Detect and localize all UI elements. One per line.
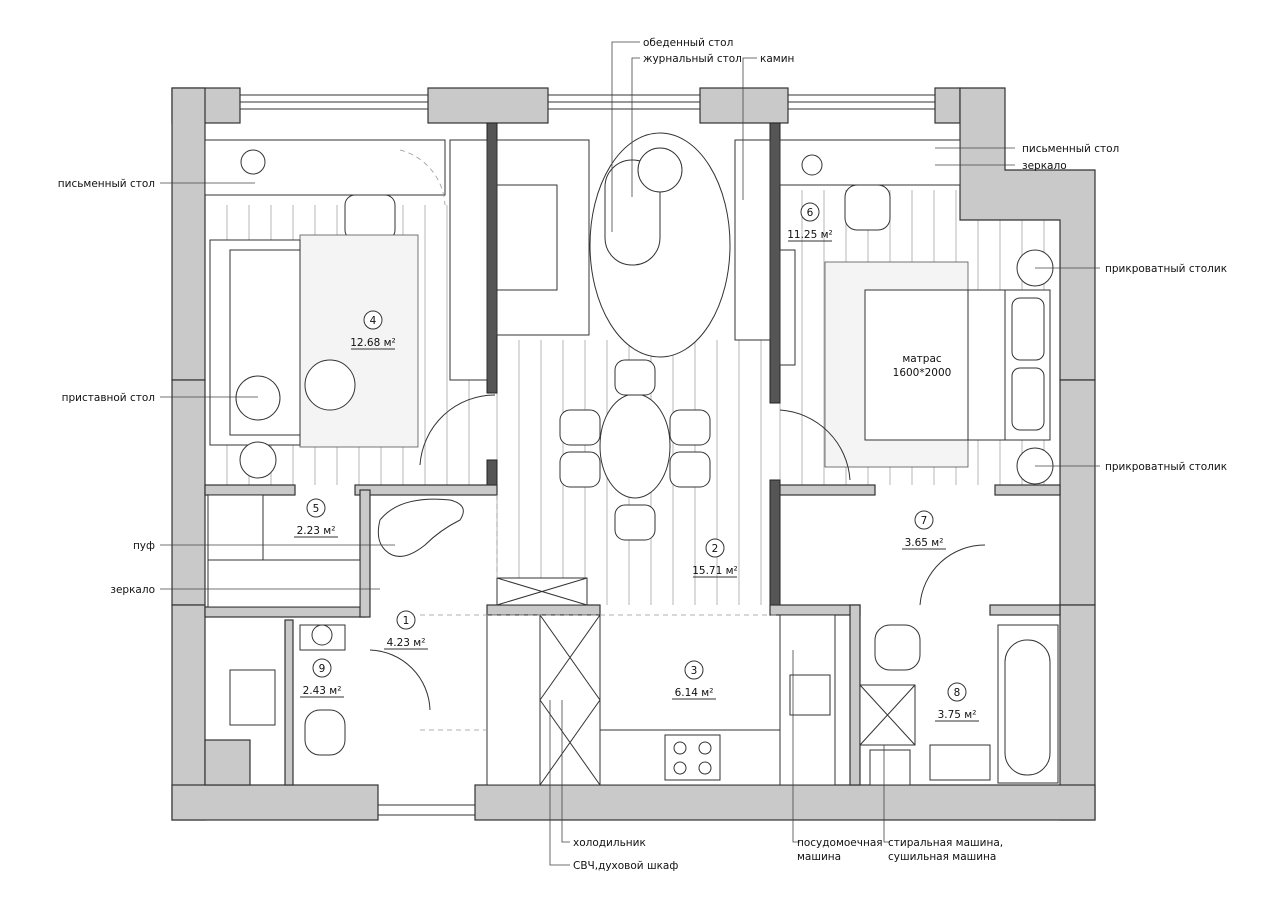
desk-left <box>204 139 446 196</box>
dining-table <box>599 393 671 499</box>
label-dining-table: обеденный стол <box>643 37 733 49</box>
room-number: 3 <box>691 665 698 677</box>
room-label-3: 3 6.14 м² <box>672 660 716 700</box>
room-area: 4.23 м² <box>387 637 426 649</box>
label-nightstand-top: прикроватный столик <box>1105 263 1227 275</box>
outer-walls <box>171 87 1096 821</box>
room-labels: 1 4.23 м² 2 15.71 м² 3 6.14 м² 4 12.68 м² 5 2.23 … <box>294 202 979 722</box>
label-dishwasher-2: машина <box>797 851 841 863</box>
label-side-table: приставной стол <box>62 392 155 404</box>
room-number-circle <box>396 610 416 630</box>
room-number-circle <box>705 538 725 558</box>
room-area: 11.25 м² <box>787 229 833 241</box>
callouts: обеденный стол журнальный стол камин пис… <box>58 37 1227 872</box>
label-washer-2: сушильная машина <box>888 851 996 863</box>
side-table <box>304 359 356 411</box>
room-area: 2.43 м² <box>303 685 342 697</box>
label-pouf: пуф <box>133 540 155 552</box>
room-area: 12.68 м² <box>350 337 396 349</box>
room-area: 3.65 м² <box>905 537 944 549</box>
room-area: 2.23 м² <box>297 525 336 537</box>
interior-walls <box>204 122 1061 786</box>
room-number-circle <box>914 510 934 530</box>
room-label-6: 6 11.25 м² <box>787 202 833 242</box>
room-label-7: 7 3.65 м² <box>902 510 946 550</box>
room-area: 6.14 м² <box>675 687 714 699</box>
room-label-5: 5 2.23 м² <box>294 498 338 538</box>
room-number: 5 <box>313 503 320 515</box>
room-label-8: 8 3.75 м² <box>935 682 979 722</box>
fridge <box>539 614 601 786</box>
leader-lines <box>160 41 1100 866</box>
label-desk-right: письменный стол <box>1022 143 1119 155</box>
label-desk-left: письменный стол <box>58 178 155 190</box>
label-mirror-right: зеркало <box>1022 160 1067 172</box>
label-oven: СВЧ,духовой шкаф <box>573 860 678 872</box>
pouf <box>377 498 464 557</box>
room-number: 4 <box>370 315 377 327</box>
room-number-circle <box>306 498 326 518</box>
room-number-circle <box>800 202 820 222</box>
room-number: 7 <box>921 515 928 527</box>
rug-left <box>299 234 419 448</box>
room-area: 15.71 м² <box>692 565 738 577</box>
fireplace <box>734 139 771 341</box>
room-area: 3.75 м² <box>938 709 977 721</box>
room-number: 1 <box>403 615 410 627</box>
label-coffee-table: журнальный стол <box>643 53 742 65</box>
room-label-9: 9 2.43 м² <box>300 658 344 698</box>
room-label-4: 4 12.68 м² <box>350 310 396 350</box>
wardrobe-left <box>449 139 488 381</box>
room-number-circle <box>684 660 704 680</box>
bed-size: 1600*2000 <box>893 367 952 379</box>
room-label-1: 1 4.23 м² <box>384 610 428 650</box>
label-fireplace: камин <box>760 53 794 65</box>
label-fridge: холодильник <box>573 837 646 849</box>
label-nightstand-bottom: прикроватный столик <box>1105 461 1227 473</box>
label-washer-1: стиральная машина, <box>888 837 1003 849</box>
room-number-circle <box>947 682 967 702</box>
label-dishwasher-1: посудомоечная <box>797 837 883 849</box>
room-number-circle <box>363 310 383 330</box>
room-number: 9 <box>319 663 326 675</box>
furniture <box>204 132 1059 786</box>
room-number: 8 <box>954 687 961 699</box>
room-number: 2 <box>712 543 719 555</box>
bed-label: матрас <box>902 353 942 365</box>
room-label-2: 2 15.71 м² <box>692 538 738 578</box>
room-number: 6 <box>807 207 814 219</box>
label-mirror-left: зеркало <box>110 584 155 596</box>
room-number-circle <box>312 658 332 678</box>
